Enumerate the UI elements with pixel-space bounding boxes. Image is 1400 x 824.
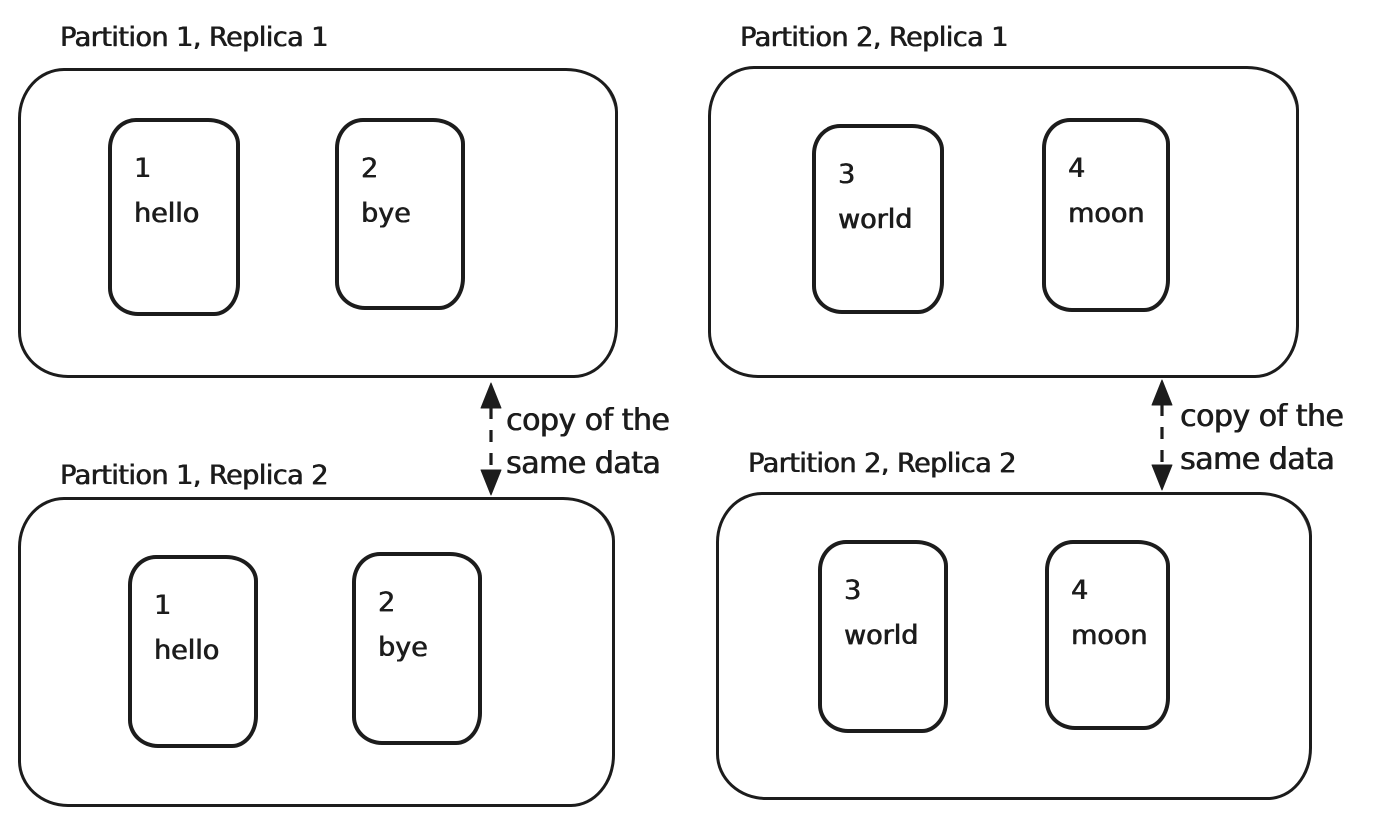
message-offset: 1 xyxy=(154,590,172,621)
copy-annotation-line2: same data xyxy=(1180,442,1335,477)
message-offset: 3 xyxy=(838,159,856,190)
partition-box xyxy=(18,497,615,807)
copy-annotation-line1: copy of the xyxy=(1180,399,1344,434)
message-value: moon xyxy=(1068,198,1145,229)
message-value: bye xyxy=(361,198,411,229)
message-box: 1 hello xyxy=(128,555,258,748)
message-offset: 2 xyxy=(378,587,396,618)
partition-title: Partition 1, Replica 1 xyxy=(60,22,328,53)
message-box: 4 moon xyxy=(1045,540,1170,730)
message-value: hello xyxy=(154,635,220,666)
partition-title: Partition 2, Replica 2 xyxy=(748,448,1016,479)
message-box: 2 bye xyxy=(335,118,465,310)
double-arrow-icon xyxy=(480,382,502,496)
message-box: 1 hello xyxy=(108,118,240,316)
partition-title: Partition 1, Replica 2 xyxy=(60,460,328,491)
message-box: 4 moon xyxy=(1042,118,1170,312)
copy-annotation-line1: copy of the xyxy=(506,403,670,438)
message-offset: 2 xyxy=(361,153,379,184)
message-value: moon xyxy=(1071,620,1148,651)
message-box: 3 world xyxy=(818,540,948,733)
message-value: bye xyxy=(378,632,428,663)
message-offset: 3 xyxy=(844,575,862,606)
partition-box xyxy=(716,492,1312,800)
copy-annotation-line2: same data xyxy=(506,446,661,481)
partition-box xyxy=(708,66,1299,378)
message-offset: 4 xyxy=(1071,575,1089,606)
partition-title: Partition 2, Replica 1 xyxy=(740,22,1008,53)
message-value: world xyxy=(838,204,913,235)
message-value: world xyxy=(844,620,919,651)
message-box: 2 bye xyxy=(352,552,482,745)
message-offset: 4 xyxy=(1068,153,1086,184)
message-offset: 1 xyxy=(134,153,152,184)
message-box: 3 world xyxy=(812,124,944,314)
message-value: hello xyxy=(134,198,200,229)
partition-box xyxy=(18,68,618,378)
copy-annotation: copy of the same data xyxy=(506,399,670,485)
copy-annotation: copy of the same data xyxy=(1180,395,1344,481)
double-arrow-icon xyxy=(1151,379,1173,491)
